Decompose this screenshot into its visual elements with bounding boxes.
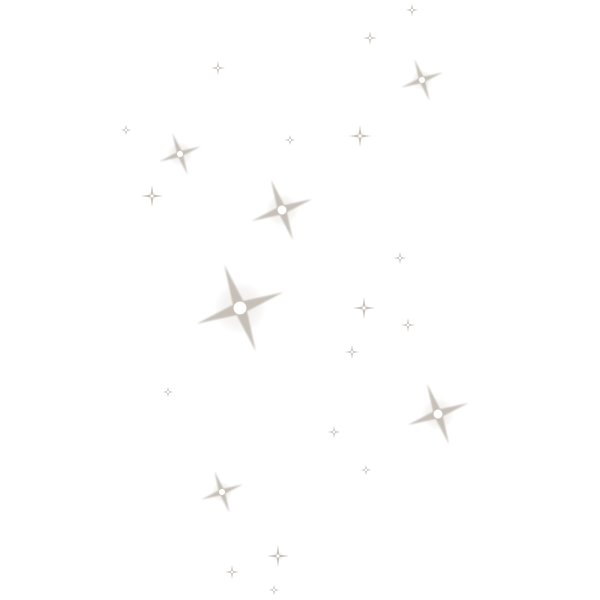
sparkle-icon bbox=[401, 59, 443, 101]
sparkle-icon bbox=[394, 252, 406, 264]
sparkle-icon bbox=[345, 345, 359, 359]
sparkle-icon bbox=[251, 179, 313, 241]
sparkle-icon bbox=[361, 465, 371, 475]
sparkle-core bbox=[176, 150, 184, 158]
sparkle-core bbox=[150, 194, 154, 198]
sparkle-core bbox=[433, 409, 443, 419]
sparkle-core bbox=[216, 66, 220, 70]
sparkle-icon bbox=[225, 565, 239, 579]
sparkle-icon bbox=[363, 31, 377, 45]
sparkle-icon bbox=[141, 185, 163, 207]
sparkle-core bbox=[230, 570, 234, 574]
sparkle-core bbox=[233, 301, 247, 315]
sparkle-core bbox=[358, 134, 362, 138]
sparkle-icon bbox=[406, 4, 418, 16]
sparkle-icon bbox=[121, 125, 131, 135]
sparkle-core bbox=[368, 36, 372, 40]
sparkle-icon bbox=[201, 471, 243, 513]
sparkle-core bbox=[350, 350, 354, 354]
sparkle-core bbox=[166, 390, 170, 394]
sparkle-core bbox=[418, 76, 426, 84]
sparkle-icon bbox=[159, 133, 201, 175]
sparkle-icon bbox=[349, 125, 371, 147]
sparkle-core bbox=[218, 488, 226, 496]
sparkle-core bbox=[364, 468, 368, 472]
sparkle-icon bbox=[267, 545, 289, 567]
sparkle-icon bbox=[328, 426, 340, 438]
sparkle-core bbox=[277, 205, 287, 215]
sparkle-icon bbox=[353, 297, 375, 319]
sparkle-core bbox=[362, 306, 366, 310]
sparkle-icon bbox=[401, 318, 415, 332]
sparkle-icon bbox=[285, 135, 295, 145]
sparkle-icon bbox=[269, 585, 279, 595]
sparkle-icon bbox=[163, 387, 173, 397]
sparkle-core bbox=[272, 588, 276, 592]
sparkle-icon bbox=[196, 264, 284, 352]
sparkle-core bbox=[332, 430, 336, 434]
sparkle-core bbox=[124, 128, 128, 132]
sparkle-icon bbox=[211, 61, 225, 75]
sparkle-icon bbox=[407, 383, 469, 445]
sparkle-core bbox=[406, 323, 410, 327]
sparkle-core bbox=[276, 554, 280, 558]
sparkle-core bbox=[398, 256, 402, 260]
sparkle-core bbox=[410, 8, 414, 12]
sparkle-core bbox=[288, 138, 292, 142]
